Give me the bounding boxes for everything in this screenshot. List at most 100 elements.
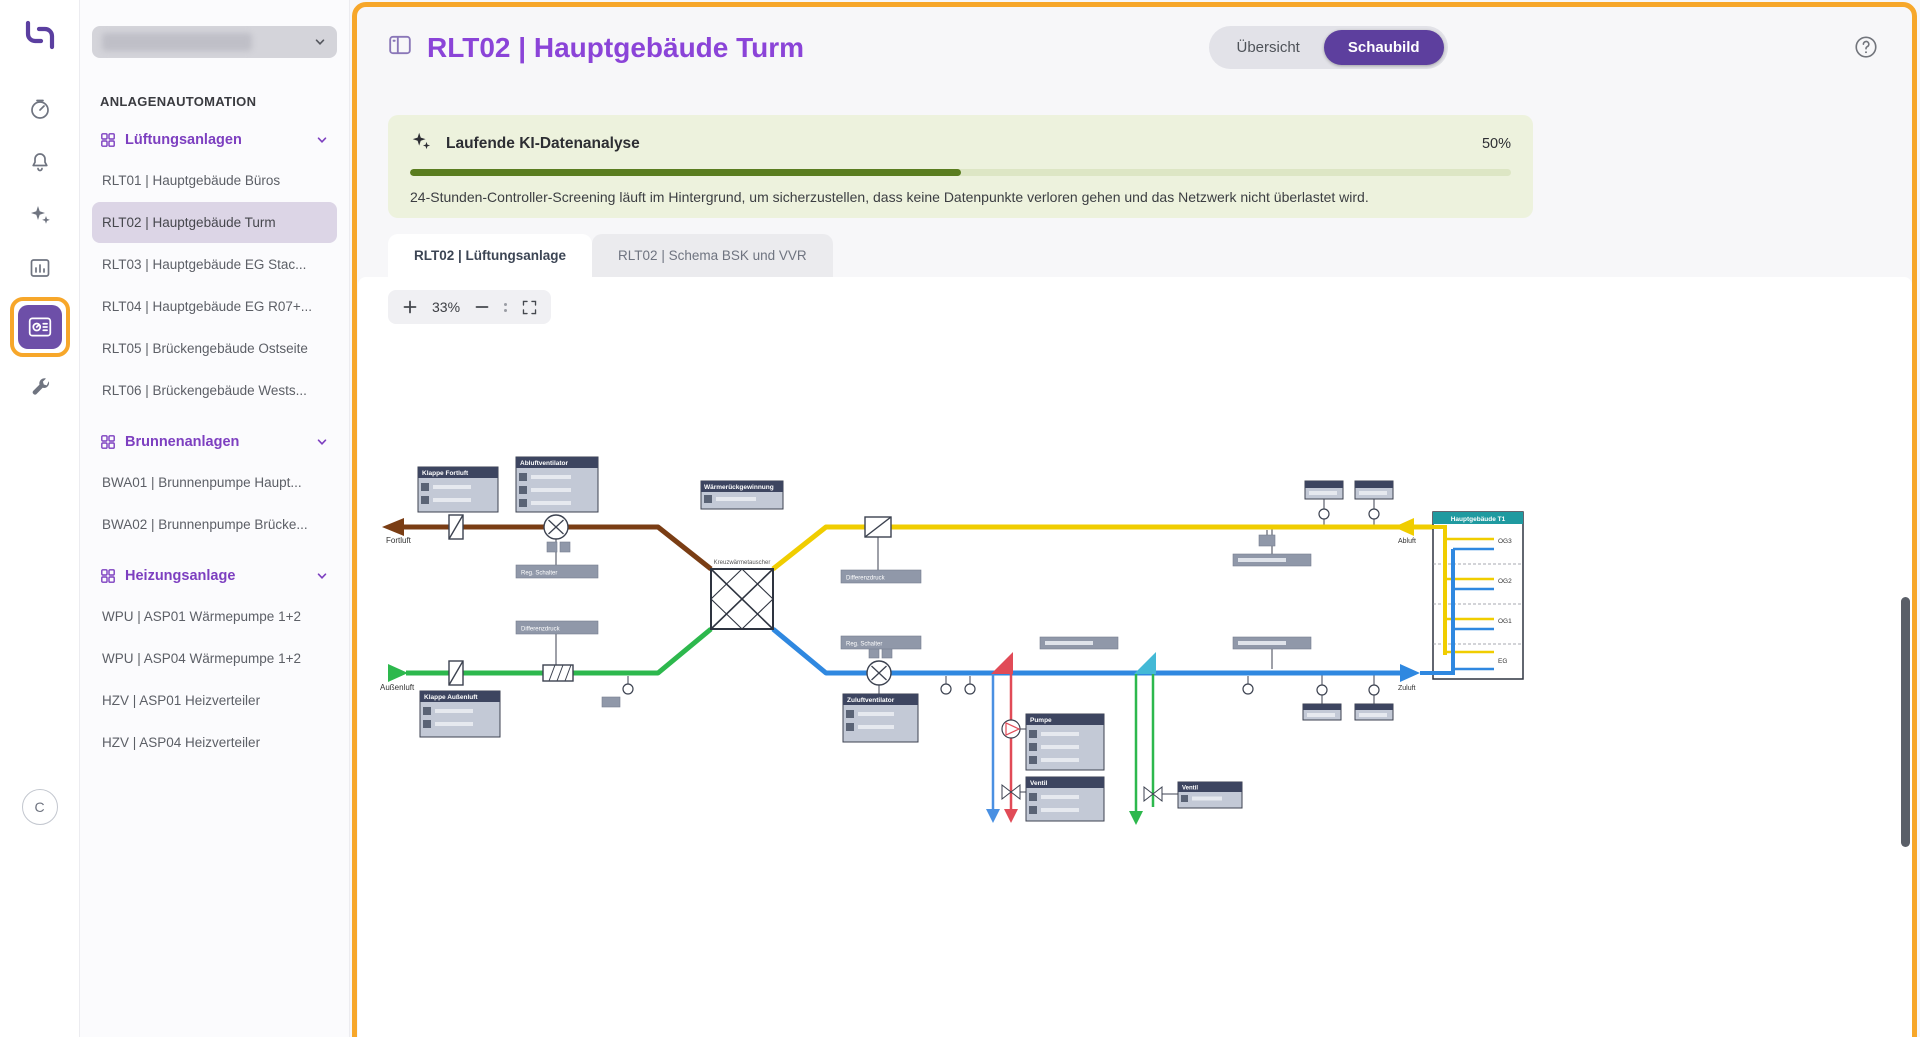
building-hauptgebaeude-t1[interactable]: Hauptgebäude T1 OG3 OG2 OG1 EG bbox=[1414, 512, 1523, 679]
analytics-chart-icon[interactable] bbox=[20, 248, 60, 288]
banner-percent: 50% bbox=[1482, 136, 1511, 152]
component-label: Ventil bbox=[1030, 780, 1048, 787]
sidebar-item-wpu-asp01[interactable]: WPU | ASP01 Wärmepumpe 1+2 bbox=[92, 596, 337, 637]
aussenluft-arrow bbox=[388, 664, 408, 682]
toolbar-divider-dots bbox=[504, 303, 507, 312]
tab-lueftungsanlage[interactable]: RLT02 | Lüftungsanlage bbox=[388, 234, 592, 277]
sidebar-group-heizungsanlage[interactable]: Heizungsanlage bbox=[92, 557, 337, 595]
page-header: RLT02 | Hauptgebäude Turm Übersicht Scha… bbox=[388, 26, 1880, 69]
floor-label: OG1 bbox=[1498, 618, 1512, 625]
sensor-box-reg-schalter-zuluft[interactable]: Reg. Schalter bbox=[841, 636, 921, 649]
sensor-box[interactable] bbox=[1040, 637, 1118, 649]
hvac-schematic[interactable]: Kreuzwärmetauscher bbox=[358, 277, 1912, 1037]
app-logo-icon[interactable] bbox=[21, 16, 59, 59]
progress-track bbox=[410, 169, 1511, 176]
canvas-scrollbar[interactable] bbox=[1901, 597, 1910, 847]
main-content: RLT02 | Hauptgebäude Turm Übersicht Scha… bbox=[350, 0, 1920, 1037]
component-box-ventil-kuehlregister[interactable]: Ventil bbox=[1178, 782, 1242, 808]
fan-abluft-symbol[interactable] bbox=[544, 515, 568, 539]
sidebar-group-label: Lüftungsanlagen bbox=[125, 132, 242, 148]
dashboard-gauge-icon[interactable] bbox=[20, 89, 60, 129]
sensor-box[interactable] bbox=[1355, 704, 1393, 720]
zoom-in-icon[interactable] bbox=[400, 297, 420, 317]
sensor-tag bbox=[882, 648, 892, 658]
sensor-box[interactable] bbox=[1303, 704, 1341, 720]
panel-toggle-icon[interactable] bbox=[388, 33, 412, 62]
sidebar-item-rlt05[interactable]: RLT05 | Brückengebäude Ostseite bbox=[92, 328, 337, 369]
heating-coil-symbol[interactable] bbox=[991, 652, 1013, 674]
nav-sidebar: ANLAGENAUTOMATION Lüftungsanlagen RLT01 … bbox=[80, 0, 350, 1037]
component-label: Ventil bbox=[1182, 786, 1198, 792]
banner-title: Laufende KI-Datenanalyse bbox=[446, 135, 640, 153]
component-box-waermerueckgewinnung[interactable]: Wärmerückgewinnung bbox=[701, 481, 783, 509]
abluft-arrow bbox=[1394, 518, 1414, 536]
damper-abluft-symbol[interactable] bbox=[865, 517, 891, 537]
sidebar-item-rlt04[interactable]: RLT04 | Hauptgebäude EG R07+... bbox=[92, 286, 337, 327]
zoom-toolbar: 33% bbox=[388, 290, 551, 324]
filter-aussenluft-symbol[interactable] bbox=[543, 665, 573, 681]
sidebar-group-lueftungsanlagen[interactable]: Lüftungsanlagen bbox=[92, 121, 337, 159]
sensor-box[interactable] bbox=[1233, 637, 1311, 649]
building-label: Hauptgebäude T1 bbox=[1451, 516, 1506, 523]
component-box-klappe-fortluft[interactable]: Klappe Fortluft bbox=[418, 467, 498, 512]
component-box-pumpe[interactable]: Pumpe bbox=[1026, 714, 1104, 770]
heat-exchanger-symbol[interactable]: Kreuzwärmetauscher bbox=[711, 560, 773, 629]
sidebar-item-rlt01[interactable]: RLT01 | Hauptgebäude Büros bbox=[92, 160, 337, 201]
chevron-down-icon bbox=[315, 133, 329, 147]
zuluft-label: Zuluft bbox=[1398, 685, 1416, 692]
sidebar-item-hzv-asp04[interactable]: HZV | ASP04 Heizverteiler bbox=[92, 722, 337, 763]
component-label: Klappe Außenluft bbox=[424, 694, 478, 701]
user-avatar[interactable]: C bbox=[22, 789, 58, 825]
svg-text:Differenzdruck: Differenzdruck bbox=[521, 627, 561, 633]
sidebar-item-rlt06[interactable]: RLT06 | Brückengebäude Wests... bbox=[92, 370, 337, 411]
sidebar-item-bwa02[interactable]: BWA02 | Brunnenpumpe Brücke... bbox=[92, 504, 337, 545]
sidebar-item-hzv-asp01[interactable]: HZV | ASP01 Heizverteiler bbox=[92, 680, 337, 721]
help-icon[interactable] bbox=[1852, 34, 1880, 62]
tab-schema-bsk-vvr[interactable]: RLT02 | Schema BSK und VVR bbox=[592, 234, 833, 277]
view-toggle: Übersicht Schaubild bbox=[1209, 26, 1448, 69]
floor-label: OG2 bbox=[1498, 578, 1512, 585]
component-box-klappe-aussenluft[interactable]: Klappe Außenluft bbox=[420, 691, 500, 737]
sparkles-icon bbox=[410, 130, 432, 157]
grid-icon bbox=[100, 434, 116, 450]
org-selector[interactable] bbox=[92, 26, 337, 58]
zoom-out-icon[interactable] bbox=[472, 297, 492, 317]
ai-analysis-banner: Laufende KI-Datenanalyse 50% 24-Stunden-… bbox=[388, 115, 1533, 218]
fullscreen-icon[interactable] bbox=[519, 297, 539, 317]
sensor-tag bbox=[869, 648, 879, 658]
damper-fortluft-symbol[interactable] bbox=[449, 515, 463, 539]
sensor-box-differenzdruck-aussenluft[interactable]: Differenzdruck bbox=[516, 621, 598, 634]
component-box-ventil-heizregister[interactable]: Ventil bbox=[1026, 777, 1104, 821]
banner-description: 24-Stunden-Controller-Screening läuft im… bbox=[410, 189, 1511, 205]
automation-panel-icon[interactable] bbox=[18, 305, 62, 349]
sensor-tag bbox=[547, 542, 557, 552]
sidebar-item-bwa01[interactable]: BWA01 | Brunnenpumpe Haupt... bbox=[92, 462, 337, 503]
pump-symbol[interactable] bbox=[1002, 720, 1020, 738]
damper-aussenluft-symbol[interactable] bbox=[449, 661, 463, 685]
component-label: Abluftventilator bbox=[520, 460, 568, 467]
sensor-box[interactable] bbox=[1233, 554, 1311, 566]
sensor-box[interactable] bbox=[1305, 481, 1343, 499]
chevron-down-icon bbox=[315, 435, 329, 449]
fan-zuluft-symbol[interactable] bbox=[867, 661, 891, 685]
toggle-schaubild[interactable]: Schaubild bbox=[1324, 30, 1444, 65]
sidebar-item-wpu-asp04[interactable]: WPU | ASP04 Wärmepumpe 1+2 bbox=[92, 638, 337, 679]
notifications-bell-icon[interactable] bbox=[20, 142, 60, 182]
sidebar-group-label: Heizungsanlage bbox=[125, 568, 235, 584]
component-box-abluftventilator[interactable]: Abluftventilator bbox=[516, 457, 598, 512]
schematic-canvas: 33% bbox=[358, 277, 1912, 1037]
sidebar-item-rlt02[interactable]: RLT02 | Hauptgebäude Turm bbox=[92, 202, 337, 243]
sidebar-section-title: ANLAGENAUTOMATION bbox=[100, 94, 329, 109]
sensor-box-differenzdruck-abluft[interactable]: Differenzdruck bbox=[841, 570, 921, 583]
toggle-uebersicht[interactable]: Übersicht bbox=[1213, 30, 1324, 65]
ai-sparkles-icon[interactable] bbox=[20, 195, 60, 235]
sidebar-group-brunnenanlagen[interactable]: Brunnenanlagen bbox=[92, 423, 337, 461]
abluft-label: Abluft bbox=[1398, 538, 1416, 545]
component-box-zuluftventilator[interactable]: Zuluftventilator bbox=[843, 694, 918, 742]
cooling-coil-symbol[interactable] bbox=[1134, 652, 1156, 674]
sensor-box[interactable] bbox=[1355, 481, 1393, 499]
sensor-box-reg-schalter-abluft[interactable]: Reg. Schalter bbox=[516, 565, 598, 578]
sidebar-item-rlt03[interactable]: RLT03 | Hauptgebäude EG Stac... bbox=[92, 244, 337, 285]
settings-wrench-icon[interactable] bbox=[20, 366, 60, 406]
cooling-pipes bbox=[1129, 674, 1153, 825]
